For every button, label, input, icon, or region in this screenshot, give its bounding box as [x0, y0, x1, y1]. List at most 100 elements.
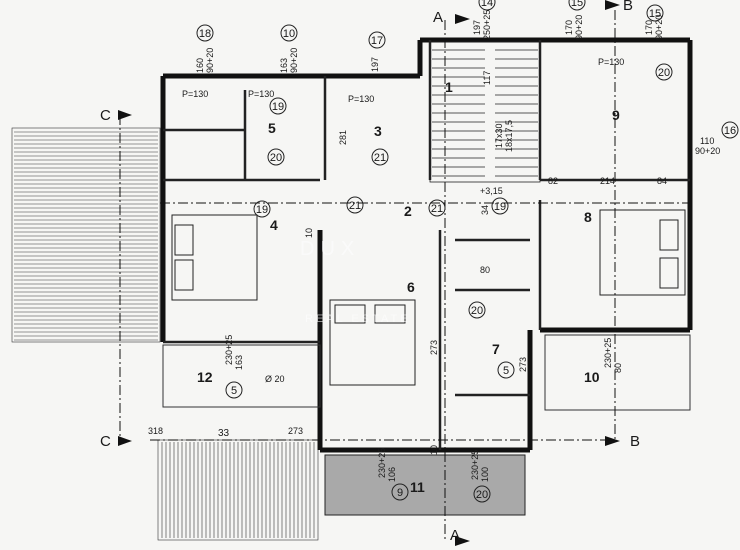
detail-circle-label: 19 — [256, 204, 268, 216]
left-balcony-hatch — [11, 127, 161, 343]
dim-top-6: 250+25 — [482, 10, 492, 40]
dim-top-0: 160 — [195, 58, 205, 73]
walls — [160, 37, 693, 453]
detail-circle-10: 19 — [253, 200, 271, 218]
detail-circle-label: 15 — [571, 0, 583, 9]
section-a-top: A — [433, 9, 443, 26]
dim-top-4: 197 — [370, 57, 380, 72]
section-c-top: C — [100, 107, 111, 124]
dim-318: 33 — [218, 428, 230, 439]
detail-circle-label: 21 — [431, 203, 443, 215]
room-10: 10 — [584, 369, 600, 385]
detail-circle-label: 21 — [374, 152, 386, 164]
diameter-mark: Ø 20 — [265, 374, 285, 384]
dim-82: 82 — [548, 176, 558, 186]
detail-circle-9: 20 — [267, 148, 285, 166]
detail-circle-label: 21 — [349, 200, 361, 212]
detail-circle-8: 19 — [269, 97, 287, 115]
room-9: 9 — [612, 107, 620, 123]
dim-90-20: 90+20 — [695, 146, 720, 156]
dim-top-1: 90+20 — [205, 48, 215, 73]
detail-circle-label: 19 — [494, 201, 506, 213]
room-labels: 1 2 3 4 5 6 7 8 9 10 11 12 — [197, 79, 620, 495]
staircase — [429, 41, 541, 183]
detail-circle-11: 21 — [371, 148, 389, 166]
detail-circle-label: 9 — [397, 487, 403, 499]
detail-circle-label: 20 — [658, 67, 670, 79]
room-8: 8 — [584, 209, 592, 225]
detail-circle-3: 14 — [478, 0, 496, 11]
detail-circle-16: 5 — [497, 361, 515, 379]
detail-circle-4: 15 — [568, 0, 586, 11]
dim-top-10: 90+20 — [654, 15, 664, 40]
detail-circle-12: 21 — [346, 196, 364, 214]
room-7: 7 — [492, 341, 500, 357]
detail-circle-14: 19 — [491, 197, 509, 215]
detail-circle-5: 15 — [646, 4, 664, 22]
dim-273-b: 230+25 — [603, 338, 613, 368]
room-12: 12 — [197, 369, 213, 385]
room-11: 11 — [410, 479, 425, 495]
detail-circle-19: 20 — [473, 485, 491, 503]
dim-35: 318 — [148, 426, 163, 436]
dim-158: 34 — [480, 205, 490, 215]
dim-230-25-d: 100 — [480, 467, 490, 482]
dim-p130-2: P=130 — [348, 94, 374, 104]
dim-stair-2: 18x17,5 — [504, 120, 514, 152]
dim-top-5: 197 — [472, 20, 482, 35]
dim-281: 281 — [338, 130, 348, 145]
detail-circle-15: 20 — [468, 301, 486, 319]
dim-p130-0: P=130 — [182, 89, 208, 99]
bed-6 — [329, 299, 416, 386]
bed-4 — [171, 214, 258, 301]
section-c-bottom: C — [100, 433, 111, 450]
section-lines — [119, 10, 690, 540]
dim-230-25-a: 163 — [234, 355, 244, 370]
detail-circle-label: 20 — [471, 305, 483, 317]
room-6: 6 — [407, 279, 415, 295]
detail-circle-label: 14 — [481, 0, 493, 9]
watermark-tagline: REAL ESTATE — [305, 313, 411, 325]
dim-34: 10 — [304, 228, 314, 238]
dim-top-2: 163 — [279, 58, 289, 73]
detail-circle-label: 18 — [199, 28, 211, 40]
dim-top-9: 170 — [644, 20, 654, 35]
dim-230-25-b: 80 — [613, 363, 623, 373]
dim-230-25-c: 106 — [387, 467, 397, 482]
section-a-bottom: A — [450, 527, 460, 544]
detail-circle-label: 20 — [476, 489, 488, 501]
room-5: 5 — [268, 120, 276, 136]
room-3: 3 — [374, 123, 382, 139]
watermark-brand: DUX — [300, 238, 360, 260]
detail-circle-label: 5 — [503, 365, 509, 377]
dim-p130-1: P=130 — [248, 89, 274, 99]
detail-circle-2: 17 — [368, 31, 386, 49]
dim-273-c: 230+25 — [377, 448, 387, 478]
terrace-11 — [324, 454, 526, 516]
dim-p130-3: P=130 — [598, 57, 624, 67]
detail-circle-17: 5 — [225, 381, 243, 399]
section-arrows — [118, 0, 620, 546]
dim-214: 214 — [600, 176, 615, 186]
balcony-10 — [544, 334, 691, 411]
dim-stair-1: 17x30 — [494, 123, 504, 148]
detail-circle-6: 20 — [655, 63, 673, 81]
level-mark: +3,15 — [480, 186, 503, 196]
section-b-top: B — [623, 0, 633, 14]
dim-273-a: 230+25 — [224, 335, 234, 365]
room-2: 2 — [404, 203, 412, 219]
detail-circle-label: 19 — [272, 101, 284, 113]
detail-circle-1: 10 — [280, 24, 298, 42]
dim-160: 80 — [480, 265, 490, 275]
section-letters: A A B B C C — [100, 0, 640, 544]
dim-285: 273 — [429, 340, 439, 355]
room-4: 4 — [270, 217, 278, 233]
dim-33: 273 — [288, 426, 303, 436]
detail-circle-13: 21 — [428, 199, 446, 217]
dim-100: 10 — [429, 445, 439, 455]
bed-8 — [599, 209, 686, 296]
section-b-bottom: B — [630, 433, 640, 450]
